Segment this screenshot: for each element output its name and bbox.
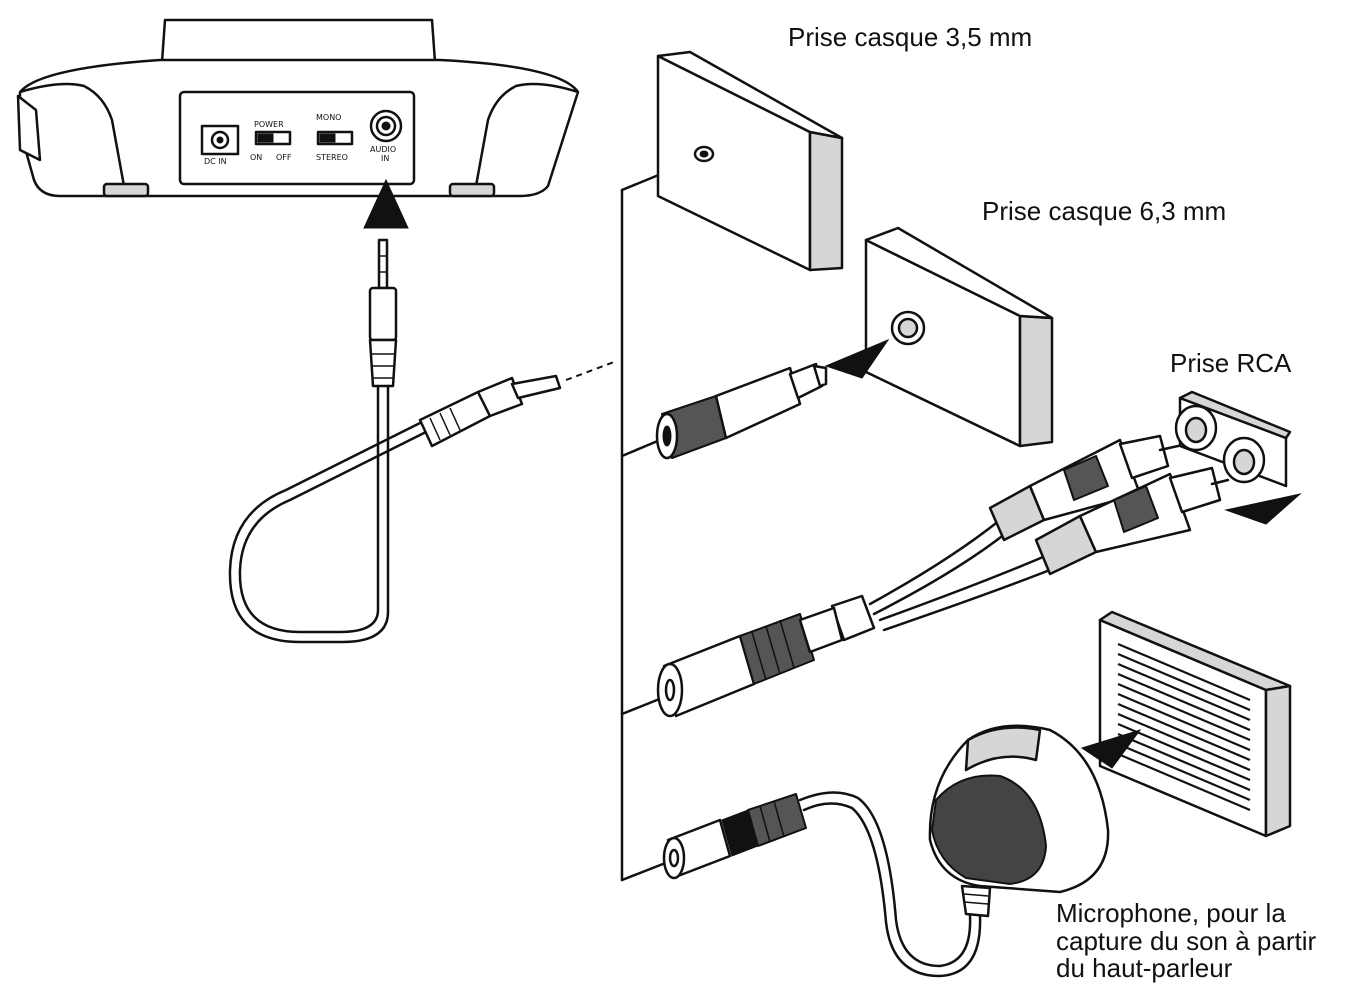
triangle-left-icon bbox=[1224, 493, 1302, 525]
back-panel bbox=[178, 90, 416, 186]
speaker-grille bbox=[1098, 610, 1292, 838]
microphone-label-line1: Microphone, pour la bbox=[1056, 898, 1286, 928]
jack-63-socket bbox=[864, 226, 1054, 448]
power-off-label: OFF bbox=[276, 153, 292, 162]
rca-y-cable bbox=[620, 434, 1230, 718]
microphone-label-line2: capture du son à partir bbox=[1056, 925, 1317, 956]
power-on-label: ON bbox=[250, 153, 262, 162]
stereo-cable bbox=[228, 238, 615, 644]
power-label: POWER bbox=[254, 120, 284, 129]
jack-63-label: Prise casque 6,3 mm bbox=[982, 196, 1227, 226]
triangle-left-icon bbox=[824, 338, 890, 379]
jack-35-label: Prise casque 3,5 mm bbox=[788, 22, 1033, 52]
rca-label: Prise RCA bbox=[1170, 348, 1292, 378]
microphone bbox=[620, 724, 1110, 978]
jack-35-socket bbox=[656, 50, 844, 272]
adapter-63-plug bbox=[620, 362, 828, 460]
dc-in-label: DC IN bbox=[204, 157, 227, 166]
triangle-left-icon bbox=[1080, 729, 1142, 769]
microphone-label-line3: du haut-parleur bbox=[1056, 953, 1233, 984]
mono-label: MONO bbox=[316, 113, 341, 122]
triangle-up-icon bbox=[363, 178, 409, 229]
rca-socket bbox=[1174, 390, 1292, 488]
audio-label: AUDIO bbox=[370, 145, 396, 154]
microphone-label: Microphone, pour la capture du son à par… bbox=[1056, 898, 1317, 984]
base-station: DC IN POWER ON OFF MONO STEREO AUDIO IN bbox=[16, 18, 580, 198]
in-label: IN bbox=[381, 154, 389, 163]
stereo-label: STEREO bbox=[316, 153, 348, 162]
